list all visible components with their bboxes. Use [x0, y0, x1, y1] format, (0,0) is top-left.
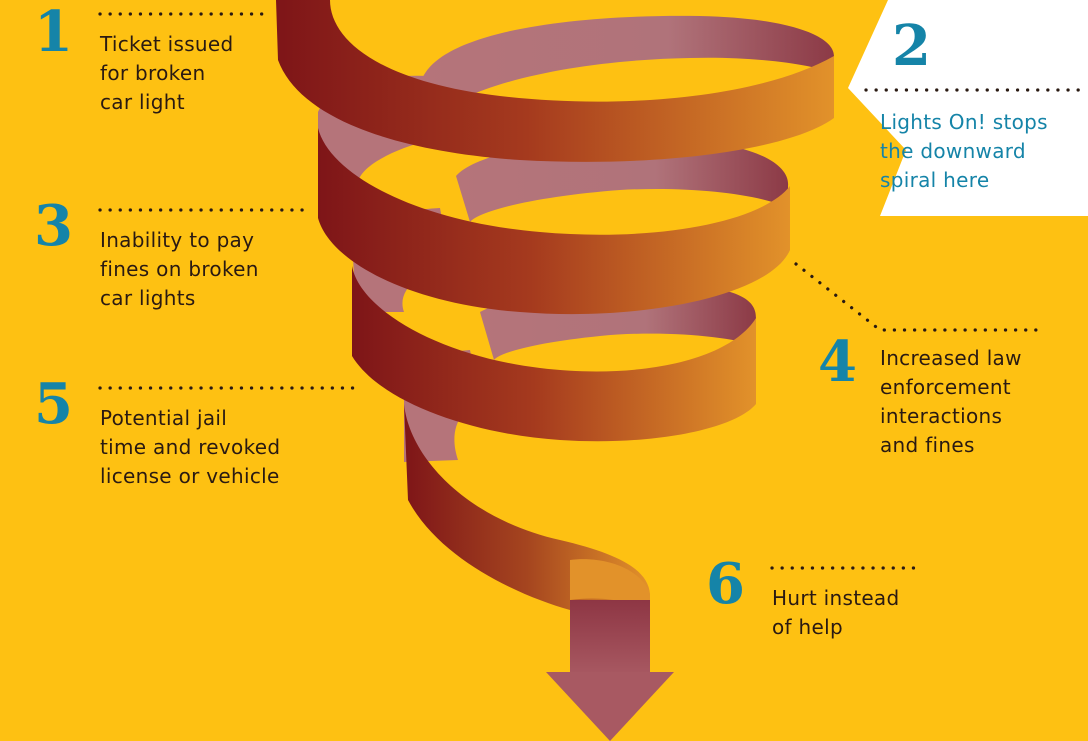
- step-5-number: 5: [34, 371, 73, 437]
- arrow-shaft: [570, 600, 650, 676]
- step-3-number: 3: [34, 193, 73, 259]
- connector-4: [794, 262, 1038, 332]
- ribbon-front-1: [276, 0, 834, 162]
- step-4-number: 4: [818, 329, 857, 395]
- dotted-connectors: [98, 12, 1082, 570]
- step-6-number: 6: [706, 551, 745, 617]
- step-2-number: 2: [892, 13, 931, 79]
- ribbon-front-3: [352, 266, 756, 442]
- step-6-label: Hurt instead of help: [772, 586, 900, 639]
- step-2-label: Lights On! stops the downward spiral her…: [880, 110, 1048, 192]
- step-5-label: Potential jail time and revoked license …: [100, 406, 281, 488]
- ribbon-back-1: [420, 15, 834, 120]
- step-1-label: Ticket issued for broken car light: [100, 32, 234, 114]
- step-4-label: Increased law enforcement interactions a…: [880, 346, 1022, 457]
- step-1-number: 1: [34, 0, 73, 65]
- arrow-head-icon: [546, 672, 674, 741]
- ribbon-front-2: [318, 128, 790, 315]
- callout-panel: [848, 0, 1088, 216]
- step-3-label: Inability to pay fines on broken car lig…: [100, 228, 259, 310]
- ribbon-twist: [570, 559, 650, 612]
